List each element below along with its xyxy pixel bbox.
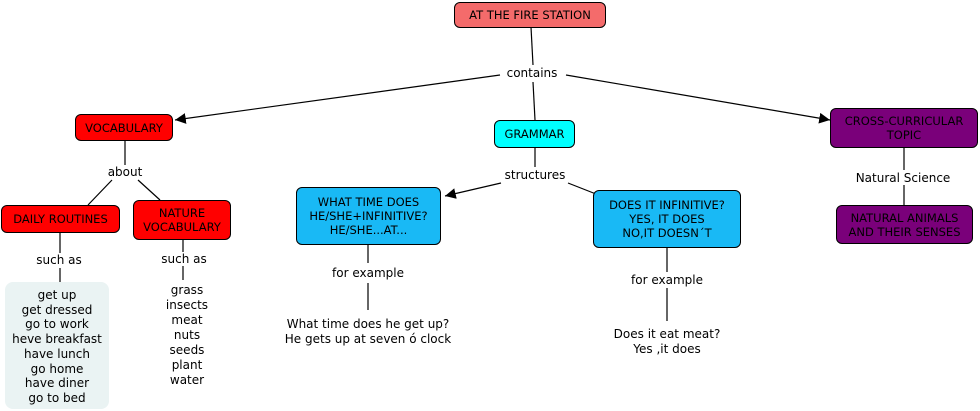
node-nature-vocabulary[interactable]: NATURE VOCABULARY [133,200,231,240]
node-root[interactable]: AT THE FIRE STATION [454,2,606,28]
node-daily-routines[interactable]: DAILY ROUTINES [1,205,120,233]
link-contains-cross [565,74,831,124]
label-for-example-right: for example [625,273,709,287]
node-what-time[interactable]: WHAT TIME DOES HE/SHE+INFINITIVE? HE/SHE… [296,187,441,245]
label-such-as-right: such as [155,252,213,266]
node-cross-curricular[interactable]: CROSS-CURRICULAR TOPIC [830,108,978,148]
example-right: Does it eat meat? Yes ,it does [613,327,721,356]
label-for-example-left: for example [326,266,410,280]
link-structures-doesit [567,182,597,195]
link-root-contains [530,26,534,66]
node-natural-animals[interactable]: NATURAL ANIMALS AND THEIR SENSES [836,205,973,244]
example-left: What time does he get up? He gets up at … [284,317,452,346]
link-contains-vocabulary [174,74,501,124]
label-contains: contains [502,66,562,80]
link-contains-grammar [532,81,536,121]
nature-vocabulary-list: grass insects meat nuts seeds plant wate… [165,283,209,387]
label-such-as-left: such as [30,253,88,267]
node-vocabulary[interactable]: VOCABULARY [75,114,173,141]
label-about: about [102,165,148,179]
link-structures-whattime [444,182,502,199]
node-grammar[interactable]: GRAMMAR [494,120,575,148]
node-does-it[interactable]: DOES IT INFINITIVE? YES, IT DOES NO,IT D… [593,190,741,248]
link-about-daily [87,179,113,206]
label-natural-science: Natural Science [850,171,956,185]
daily-routines-list: get up get dressed go to work heve break… [5,282,109,409]
label-structures: structures [500,168,570,182]
link-about-nature [137,179,161,201]
